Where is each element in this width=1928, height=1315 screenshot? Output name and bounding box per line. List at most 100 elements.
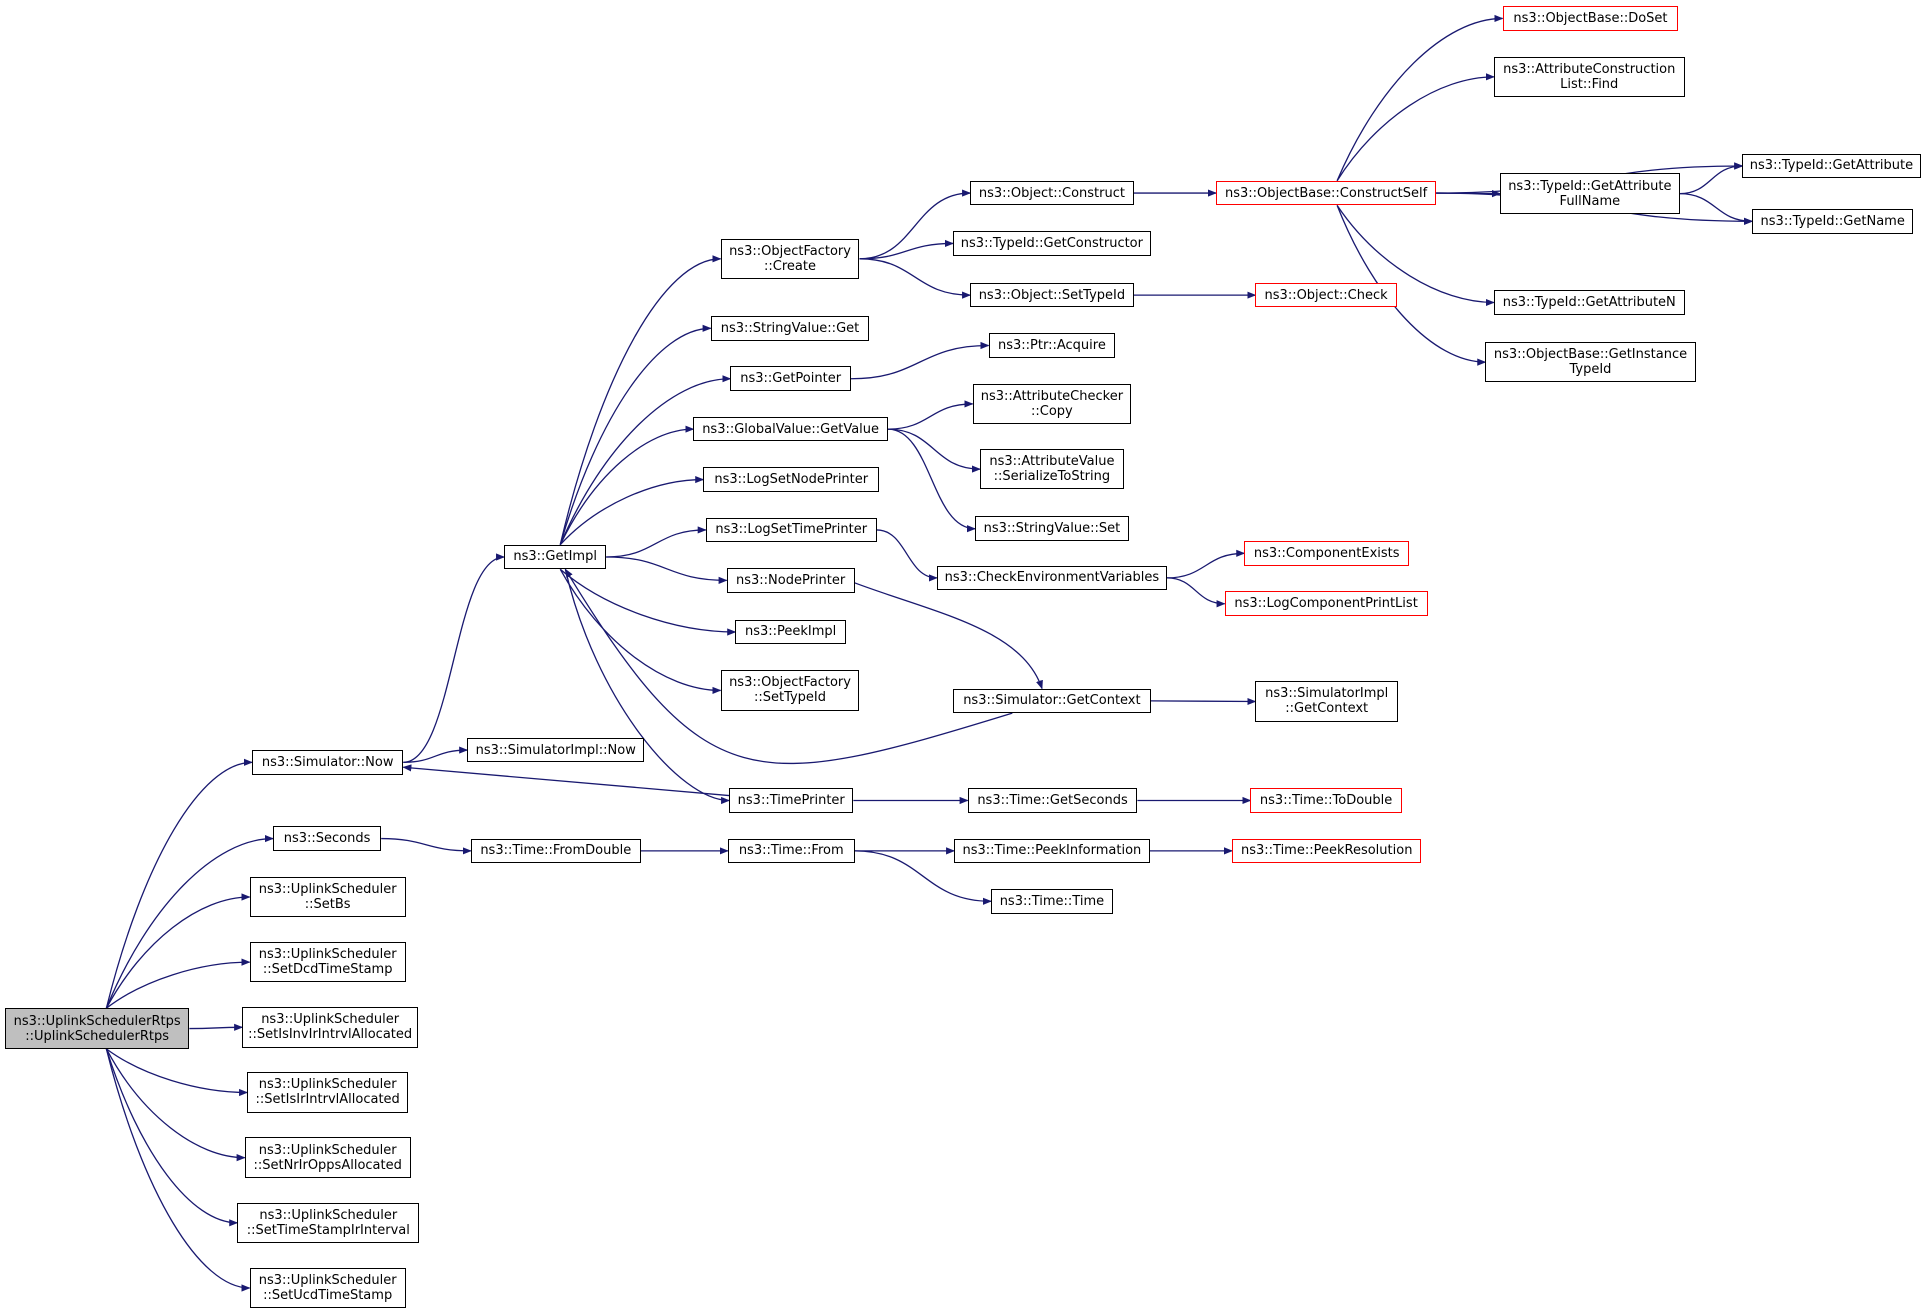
edge-root-to-sim-now <box>105 758 253 1009</box>
node-fromdouble[interactable]: ns3::Time::FromDouble <box>470 838 641 864</box>
node-setisinv[interactable]: ns3::UplinkScheduler::SetIsInvIrIntrvlAl… <box>242 1007 419 1048</box>
node-label-line: ::SetIsInvIrIntrvlAllocated <box>248 1027 413 1043</box>
node-stringvalue-get[interactable]: ns3::StringValue::Get <box>710 316 870 341</box>
edge-logsettime-to-checkenv <box>876 529 938 582</box>
node-sim-now[interactable]: ns3::Simulator::Now <box>252 750 404 775</box>
edge-checkenv-to-componentexists <box>1166 549 1246 579</box>
node-settimestamp[interactable]: ns3::UplinkScheduler::SetTimeStampIrInte… <box>237 1202 420 1244</box>
edge-getimpl-to-logsetnode <box>559 475 705 546</box>
edge-getimpl-to-objfactory-create <box>559 255 722 545</box>
node-label-line: ns3::GetImpl <box>513 549 597 565</box>
node-label-line: ns3::Time::GetSeconds <box>977 792 1128 808</box>
node-object-construct[interactable]: ns3::Object::Construct <box>970 180 1134 206</box>
node-setbs[interactable]: ns3::UplinkScheduler::SetBs <box>249 876 406 918</box>
node-label-line: ns3::TimePrinter <box>737 792 845 808</box>
node-getimpl[interactable]: ns3::GetImpl <box>504 544 607 570</box>
node-label-line: ns3::TypeId::GetName <box>1760 213 1905 229</box>
node-getpointer[interactable]: ns3::GetPointer <box>730 366 851 391</box>
node-label-line: ns3::ObjectFactory <box>729 675 851 691</box>
node-simimpl-now[interactable]: ns3::SimulatorImpl::Now <box>467 737 645 763</box>
node-label-line: ns3::UplinkScheduler <box>258 1077 397 1093</box>
node-time-from[interactable]: ns3::Time::From <box>727 838 855 864</box>
edge-root-to-setisir <box>105 1048 249 1097</box>
node-label-line: ns3::TypeId::GetAttributeN <box>1502 294 1676 310</box>
node-setnrir[interactable]: ns3::UplinkScheduler::SetNrIrOppsAllocat… <box>244 1137 411 1178</box>
node-label-line: FullName <box>1559 193 1621 209</box>
node-label-line: ::SetIsIrIntrvlAllocated <box>255 1092 400 1108</box>
node-label-line: ns3::Time::ToDouble <box>1259 792 1393 808</box>
node-typeid-getattr[interactable]: ns3::TypeId::GetAttribute <box>1742 153 1921 179</box>
node-attrchecker-copy[interactable]: ns3::AttributeChecker::Copy <box>972 383 1132 425</box>
node-time-getseconds[interactable]: ns3::Time::GetSeconds <box>967 788 1138 813</box>
edge-objfactory-create-to-object-construct <box>859 189 972 260</box>
node-label-line: ::SetTimeStampIrInterval <box>246 1222 410 1238</box>
node-typeid-getname[interactable]: ns3::TypeId::GetName <box>1752 209 1914 234</box>
node-label-line: ns3::UplinkScheduler <box>258 947 397 963</box>
node-logsetnode[interactable]: ns3::LogSetNodePrinter <box>703 467 880 492</box>
node-label-line: ns3::Object::Construct <box>978 185 1125 201</box>
edge-sim-now-to-getimpl <box>403 553 506 763</box>
node-time-time[interactable]: ns3::Time::Time <box>991 888 1113 914</box>
edge-typeid-getattrfull-to-typeid-getname <box>1679 193 1754 225</box>
node-label-line: ns3::GlobalValue::GetValue <box>702 421 880 437</box>
node-label-line: ns3::CheckEnvironmentVariables <box>944 570 1160 586</box>
node-label-line: ns3::UplinkScheduler <box>258 881 397 897</box>
node-logcomponentprintlist[interactable]: ns3::LogComponentPrintList <box>1224 591 1428 616</box>
edge-root-to-setisinv <box>189 1023 244 1031</box>
node-object-settypeid[interactable]: ns3::Object::SetTypeId <box>970 282 1134 308</box>
node-object-check[interactable]: ns3::Object::Check <box>1255 282 1397 308</box>
node-ptr-acquire[interactable]: ns3::Ptr::Acquire <box>988 333 1116 358</box>
node-nodeprinter[interactable]: ns3::NodePrinter <box>726 568 855 593</box>
node-componentexists[interactable]: ns3::ComponentExists <box>1244 541 1410 566</box>
node-time-todouble[interactable]: ns3::Time::ToDouble <box>1250 788 1402 813</box>
node-setdcd[interactable]: ns3::UplinkScheduler::SetDcdTimeStamp <box>249 941 406 983</box>
node-objfactory-create[interactable]: ns3::ObjectFactory::Create <box>720 238 860 280</box>
node-seconds[interactable]: ns3::Seconds <box>272 826 382 851</box>
node-label-line: ns3::TypeId::GetAttribute <box>1508 178 1672 194</box>
node-label-line: ns3::Time::PeekResolution <box>1240 843 1413 859</box>
edge-root-to-setdcd <box>105 958 251 1009</box>
node-timeprinter[interactable]: ns3::TimePrinter <box>729 788 854 813</box>
edge-sim-now-to-simimpl-now <box>403 746 469 763</box>
edge-globalvalue-get-to-attrvalue-serialize <box>887 428 981 473</box>
node-label-line: ns3::SimulatorImpl <box>1265 686 1389 702</box>
node-objfactory-settypeid[interactable]: ns3::ObjectFactory::SetTypeId <box>720 670 860 711</box>
node-label-line: ns3::UplinkScheduler <box>258 1272 397 1288</box>
node-label-line: ns3::UplinkScheduler <box>259 1207 398 1223</box>
node-label-line: ns3::ComponentExists <box>1253 545 1400 561</box>
node-stringvalue-set[interactable]: ns3::StringValue::Set <box>975 516 1129 541</box>
node-label-line: ::Create <box>764 258 816 274</box>
node-attrvalue-serialize[interactable]: ns3::AttributeValue::SerializeToString <box>979 448 1124 490</box>
node-time-peekres[interactable]: ns3::Time::PeekResolution <box>1232 838 1422 864</box>
node-setisir[interactable]: ns3::UplinkScheduler::SetIsIrIntrvlAlloc… <box>247 1072 409 1113</box>
node-label-line: ns3::ObjectBase::DoSet <box>1513 10 1668 26</box>
edge-getimpl-to-nodeprinter <box>606 556 728 584</box>
edge-objbase-constructself-to-objbase-getinstance <box>1336 205 1487 366</box>
edge-root-to-settimestamp <box>105 1048 239 1227</box>
node-label-line: ns3::SimulatorImpl::Now <box>475 742 636 758</box>
node-time-peekinfo[interactable]: ns3::Time::PeekInformation <box>954 838 1150 864</box>
edge-time-from-to-time-time <box>854 850 992 905</box>
node-logsettime[interactable]: ns3::LogSetTimePrinter <box>705 517 877 543</box>
node-setucd[interactable]: ns3::UplinkScheduler::SetUcdTimeStamp <box>249 1267 406 1309</box>
node-checkenv[interactable]: ns3::CheckEnvironmentVariables <box>936 565 1167 591</box>
node-label-line: ns3::Object::Check <box>1264 287 1388 303</box>
node-simimpl-getcontext[interactable]: ns3::SimulatorImpl::GetContext <box>1255 681 1399 722</box>
node-globalvalue-get[interactable]: ns3::GlobalValue::GetValue <box>693 416 888 442</box>
node-label-line: ns3::AttributeChecker <box>980 388 1124 404</box>
edge-getimpl-to-stringvalue-get <box>559 324 712 545</box>
node-typeid-getctor[interactable]: ns3::TypeId::GetConstructor <box>952 231 1151 256</box>
node-label-line: ns3::NodePrinter <box>736 572 846 588</box>
edge-getimpl-to-peekimpl <box>559 568 737 636</box>
edge-objbase-constructself-to-attrconstr-find <box>1336 73 1495 182</box>
node-objbase-doset[interactable]: ns3::ObjectBase::DoSet <box>1502 6 1679 31</box>
node-objbase-constructself[interactable]: ns3::ObjectBase::ConstructSelf <box>1216 180 1437 206</box>
node-typeid-getattrn[interactable]: ns3::TypeId::GetAttributeN <box>1493 290 1685 315</box>
node-label-line: List::Find <box>1560 76 1619 92</box>
node-label-line: ::GetContext <box>1285 701 1369 717</box>
node-peekimpl[interactable]: ns3::PeekImpl <box>735 619 846 645</box>
node-sim-getcontext[interactable]: ns3::Simulator::GetContext <box>952 688 1151 714</box>
